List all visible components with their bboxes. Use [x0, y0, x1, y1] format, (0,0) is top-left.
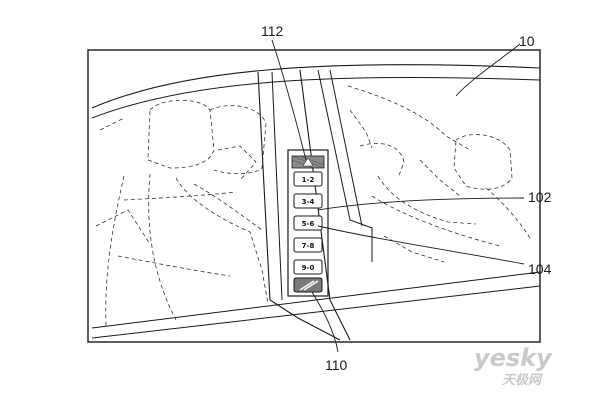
reference-110: 110: [325, 357, 348, 373]
leader-104: [317, 225, 525, 265]
pillar-rear-edge: [317, 69, 373, 262]
rear-interior-dashed: [347, 85, 531, 263]
figure-frame: [87, 49, 541, 343]
leader-102: [317, 197, 525, 211]
rear-headrest: [453, 134, 513, 190]
front-headrest-side: [209, 105, 267, 174]
keypad-button-label: 7-8: [302, 242, 315, 250]
leader-110: [311, 291, 339, 353]
front-seat-edge: [105, 175, 125, 327]
keypad-button-label: 3-4: [302, 198, 315, 206]
leader-112: [271, 39, 307, 161]
reference-104: 104: [528, 261, 552, 277]
watermark-brand: yesky: [474, 344, 553, 372]
keypad-button[interactable]: [293, 193, 323, 209]
warning-triangle-icon: [302, 157, 314, 167]
pillar-right-edge: [299, 69, 351, 341]
yesky-watermark-logo: yesky 天极网: [474, 344, 553, 388]
front-seat-contour: [175, 177, 269, 305]
front-roof-trim: [99, 117, 125, 131]
keypad-housing: [287, 149, 329, 297]
keypad-buttons: 1-2 3-4 5-6 7-8 9-0: [293, 171, 323, 275]
front-seat-back: [148, 173, 177, 321]
front-seat-cushion: [117, 255, 231, 277]
front-seat-seam: [123, 191, 237, 201]
keypad-button[interactable]: [293, 259, 323, 275]
watermark-subtitle: 天极网: [502, 372, 543, 388]
front-belt: [217, 145, 257, 181]
rear-roof-curve: [347, 85, 471, 151]
lock-slash-icon: [299, 280, 319, 291]
window-top-edge: [91, 76, 541, 119]
roof-line: [91, 64, 541, 109]
pillar-left-edge: [257, 71, 341, 341]
front-interior-dashed: [95, 99, 269, 327]
door-belt-line: [91, 285, 541, 339]
rear-pillar-trim: [349, 109, 373, 149]
reference-112: 112: [261, 23, 284, 39]
keypad-button[interactable]: [293, 215, 323, 231]
keypad-button-label: 9-0: [302, 264, 315, 272]
leader-lines: [271, 39, 525, 353]
window-sill: [91, 271, 541, 329]
reference-102: 102: [528, 189, 552, 205]
keypad-button[interactable]: [293, 171, 323, 187]
rear-headrest-left: [359, 143, 405, 179]
keypad-button-label: 5-6: [302, 220, 315, 228]
front-seat-side: [193, 183, 263, 231]
rear-seat-back: [371, 195, 501, 247]
rear-belt: [419, 159, 461, 197]
keypad-button[interactable]: [293, 237, 323, 253]
reference-10: 10: [519, 33, 535, 49]
pillar-rear-inner: [329, 69, 363, 227]
leader-10: [455, 43, 521, 97]
front-headrest: [147, 99, 215, 169]
pillar-inner-left: [271, 71, 283, 301]
rear-seat-top: [377, 175, 477, 225]
rear-seat-cushion: [383, 235, 445, 263]
front-armrest: [95, 209, 151, 245]
keypad-button-label: 1-2: [302, 176, 315, 184]
rear-seat-side: [485, 187, 531, 239]
